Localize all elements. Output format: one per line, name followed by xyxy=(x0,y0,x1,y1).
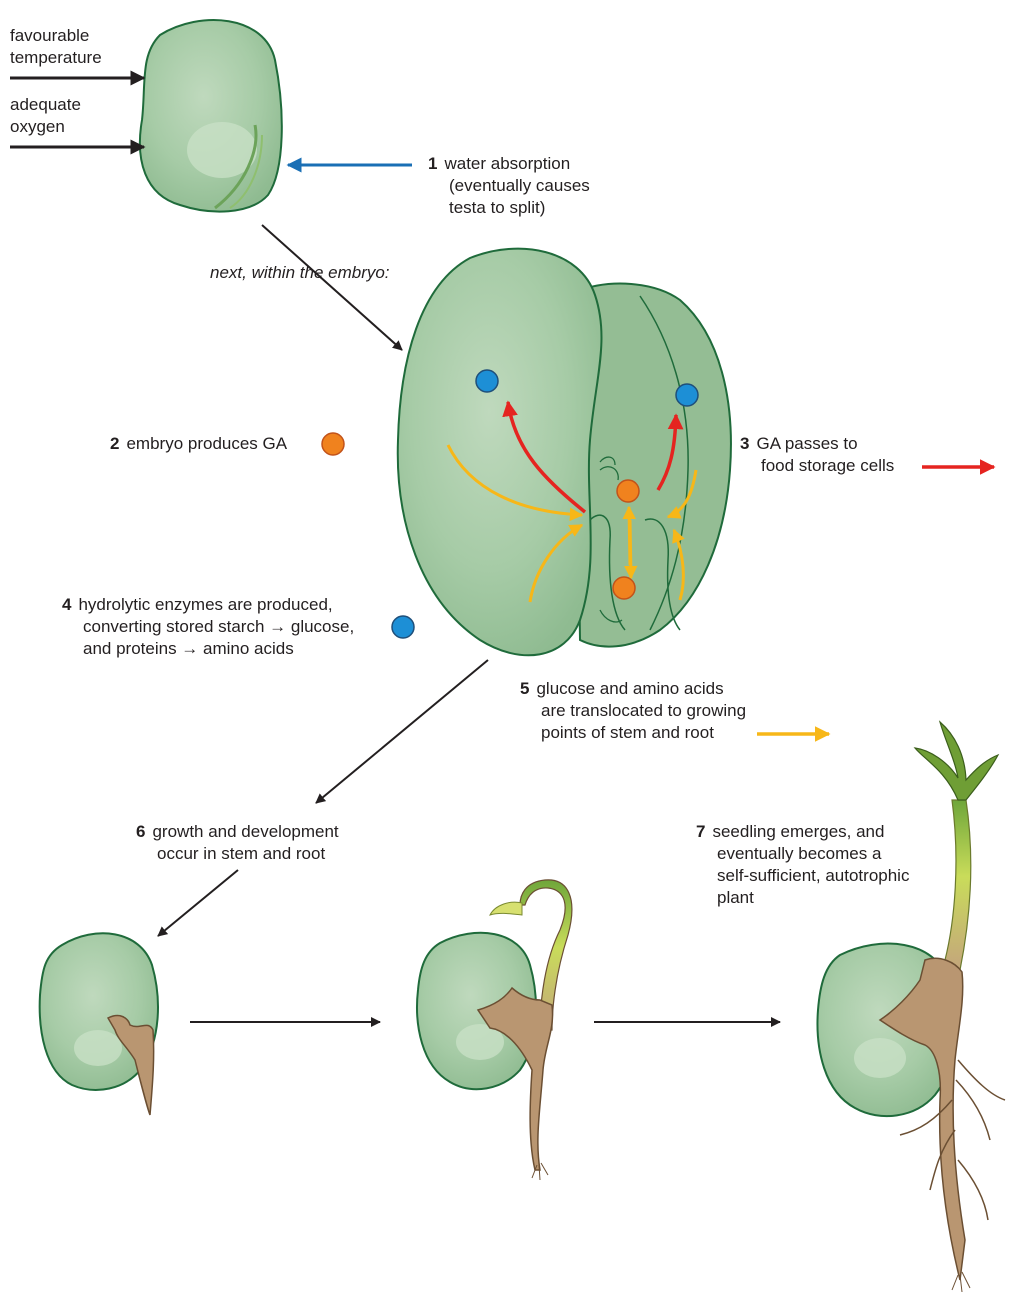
to-seedling-arrow xyxy=(158,870,238,936)
step-3-line-2: food storage cells xyxy=(740,455,894,477)
step-7-number: 7 xyxy=(696,822,705,841)
ga-legend-dot xyxy=(322,433,344,455)
step-5-number: 5 xyxy=(520,679,529,698)
step-2-number: 2 xyxy=(110,434,119,453)
enzyme-dot-left xyxy=(476,370,498,392)
ga-dot-lower xyxy=(613,577,635,599)
embryo-note: next, within the embryo: xyxy=(210,262,390,284)
seedling-stage-1 xyxy=(40,933,158,1115)
step-6: 6 growth and development occur in stem an… xyxy=(136,821,339,865)
step-7-line-3: self-sufficient, autotrophic xyxy=(696,865,909,887)
oxygen-line-1: adequate xyxy=(10,94,81,116)
step-6-line-1: growth and development xyxy=(152,822,338,841)
seedling-stage-2 xyxy=(417,880,572,1180)
step-2-line-1: embryo produces GA xyxy=(126,434,287,453)
step-7-line-1: seedling emerges, and xyxy=(712,822,884,841)
step-5-line-2: are translocated to growing xyxy=(520,700,746,722)
oxygen-label: adequate oxygen xyxy=(10,94,81,138)
step-1-number: 1 xyxy=(428,154,437,173)
enzyme-dot-right xyxy=(676,384,698,406)
step-7-line-2: eventually becomes a xyxy=(696,843,909,865)
step-1-line-2: (eventually causes xyxy=(428,175,590,197)
seedling-stage-3 xyxy=(817,722,1005,1292)
temperature-line-2: temperature xyxy=(10,47,102,69)
step-4-line-1: hydrolytic enzymes are produced, xyxy=(78,595,332,614)
step-4-line-2: converting stored starch → glucose, xyxy=(62,616,354,638)
step-1-line-3: testa to split) xyxy=(428,197,590,219)
temperature-label: favourable temperature xyxy=(10,25,102,69)
step-3-line-1: GA passes to xyxy=(756,434,857,453)
step-5: 5 glucose and amino acids are translocate… xyxy=(520,678,746,744)
ga-dot-upper xyxy=(617,480,639,502)
oxygen-line-2: oxygen xyxy=(10,116,81,138)
step-5-line-1: glucose and amino acids xyxy=(536,679,723,698)
sugar-arrow-6 xyxy=(630,520,631,578)
enzyme-legend-dot xyxy=(392,616,414,638)
to-embryo-arrow xyxy=(262,225,402,350)
step-1-line-1: water absorption xyxy=(444,154,570,173)
temperature-line-1: favourable xyxy=(10,25,102,47)
step-4-number: 4 xyxy=(62,595,71,614)
step-4-line-3: and proteins → amino acids xyxy=(62,638,354,660)
step-6-number: 6 xyxy=(136,822,145,841)
step-7-line-4: plant xyxy=(696,887,909,909)
step-5-line-3: points of stem and root xyxy=(520,722,746,744)
step-6-line-2: occur in stem and root xyxy=(136,843,339,865)
to-growth-arrow xyxy=(316,660,488,803)
step-7: 7 seedling emerges, and eventually become… xyxy=(696,821,909,909)
step-4: 4 hydrolytic enzymes are produced, conver… xyxy=(62,594,354,660)
step-1: 1 water absorption (eventually causes tes… xyxy=(428,153,590,219)
step-3-number: 3 xyxy=(740,434,749,453)
step-2: 2 embryo produces GA xyxy=(110,433,287,455)
seed-imbibing xyxy=(140,20,282,212)
step-3: 3 GA passes to food storage cells xyxy=(740,433,894,477)
